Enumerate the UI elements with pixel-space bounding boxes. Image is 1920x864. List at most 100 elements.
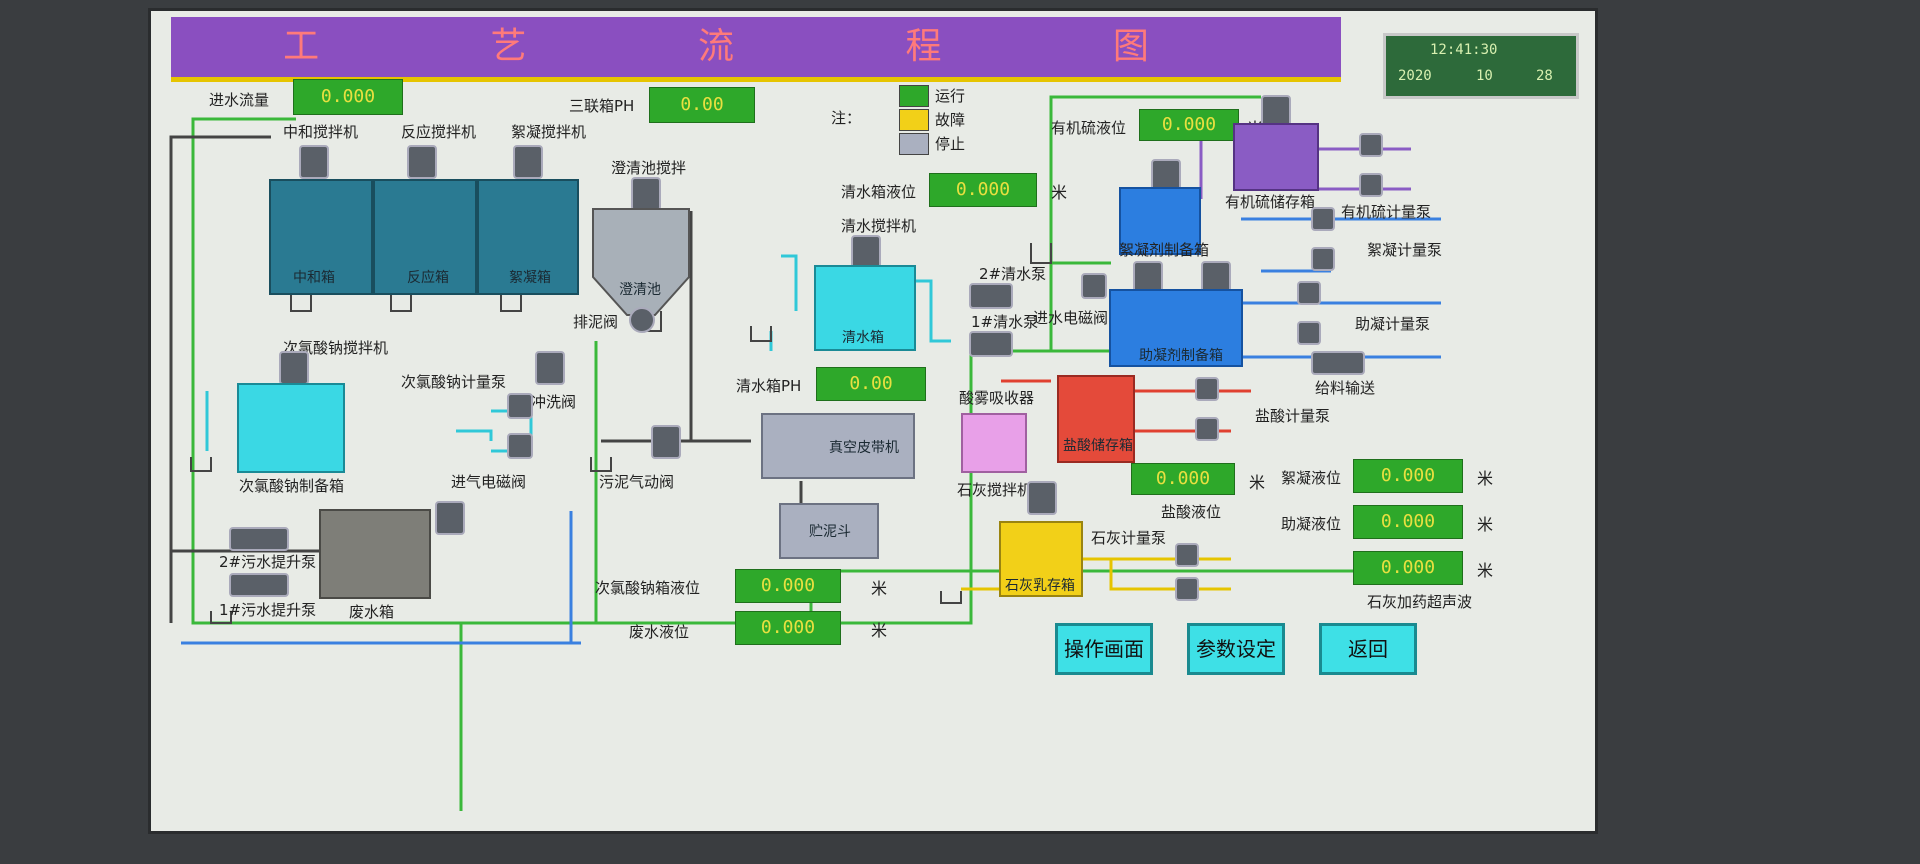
acid-level-unit: 米: [1249, 473, 1266, 492]
floc-tank[interactable]: 絮凝箱: [477, 179, 579, 295]
organic-tank-label: 有机硫储存箱: [1225, 193, 1316, 211]
react-mixer-label: 反应搅拌机: [401, 123, 477, 141]
neutral-tank[interactable]: 中和箱: [269, 179, 373, 295]
floc-meter-pump1-icon[interactable]: [1311, 207, 1335, 231]
organic-level-label: 有机硫液位: [1051, 119, 1127, 137]
flush-valve-icon[interactable]: [535, 351, 565, 385]
acid-meter-pump2-icon[interactable]: [1195, 417, 1219, 441]
floc-mixer-motor-icon[interactable]: [513, 145, 543, 179]
react-tank-label: 反应箱: [407, 270, 449, 286]
acid-meter-pump1-icon[interactable]: [1195, 377, 1219, 401]
sludge-valve-label: 排泥阀: [573, 313, 619, 331]
floc-meter-label: 絮凝计量泵: [1367, 241, 1443, 259]
hypo-level-label: 次氯酸钠箱液位: [595, 579, 701, 597]
clear-level-label: 清水箱液位: [841, 183, 917, 201]
clock-year: 2020: [1398, 68, 1432, 84]
lime-meter-pump1-icon[interactable]: [1175, 543, 1199, 567]
clear-ph-readout: 0.00: [816, 367, 926, 401]
pump1-clear-icon[interactable]: [969, 331, 1013, 357]
coag-meter-pump2-icon[interactable]: [1297, 321, 1321, 345]
floc-level-readout: 0.000: [1353, 459, 1463, 493]
acid-absorber[interactable]: [961, 413, 1027, 473]
pump1-waste-icon[interactable]: [229, 573, 289, 597]
floc-prep-tank[interactable]: [1119, 187, 1201, 255]
clarifier-mixer-motor-icon[interactable]: [631, 177, 661, 211]
waste-tank-label: 废水箱: [349, 603, 395, 621]
waste-level-unit: 米: [871, 621, 888, 640]
pump2-waste-label: 2#污水提升泵: [219, 553, 317, 571]
waste-level-readout: 0.000: [735, 611, 841, 645]
acid-absorber-label: 酸雾吸收器: [959, 389, 1035, 407]
coag-prep-tank[interactable]: 助凝剂制备箱: [1109, 289, 1243, 367]
hypo-level-readout: 0.000: [735, 569, 841, 603]
floc-level-label: 絮凝液位: [1281, 469, 1342, 487]
coag-meter-label: 助凝计量泵: [1355, 315, 1431, 333]
inflow-label: 进水流量: [209, 91, 270, 109]
floc-meter-pump2-icon[interactable]: [1311, 247, 1335, 271]
waste-tank[interactable]: [319, 509, 431, 599]
react-tank[interactable]: 反应箱: [373, 179, 477, 295]
hypo-mixer-motor-icon[interactable]: [279, 351, 309, 385]
lime-tank[interactable]: 石灰乳存箱: [999, 521, 1083, 597]
clear-tank-label: 清水箱: [842, 330, 884, 346]
hypo-tank[interactable]: [237, 383, 345, 473]
lime-meter-pump2-icon[interactable]: [1175, 577, 1199, 601]
coag-meter-pump1-icon[interactable]: [1297, 281, 1321, 305]
clear-ph-label: 清水箱PH: [736, 377, 802, 395]
acid-tank[interactable]: 盐酸储存箱: [1057, 375, 1135, 463]
clock-display: 12:41:30 2020 10 28: [1383, 33, 1579, 99]
tri-ph-label: 三联箱PH: [569, 97, 635, 115]
legend-prefix: 注：: [831, 109, 862, 127]
back-button[interactable]: 返回: [1319, 623, 1417, 675]
clock-day: 28: [1536, 68, 1553, 84]
pump2-clear-label: 2#清水泵: [979, 265, 1047, 283]
pump2-waste-icon[interactable]: [229, 527, 289, 551]
clear-level-readout: 0.000: [929, 173, 1037, 207]
organic-tank[interactable]: [1233, 123, 1319, 191]
lime-level-label: 石灰加药超声波: [1367, 593, 1473, 611]
lime-level-readout: 0.000: [1353, 551, 1463, 585]
waste-outlet-valve-icon[interactable]: [435, 501, 465, 535]
vacuum-belt-label: 真空皮带机: [829, 440, 899, 456]
lime-tank-label: 石灰乳存箱: [1005, 578, 1075, 594]
neutral-mixer-motor-icon[interactable]: [299, 145, 329, 179]
clarifier-label: 澄清池: [619, 282, 661, 298]
floc-tank-label: 絮凝箱: [509, 270, 551, 286]
lime-mixer-motor-icon[interactable]: [1027, 481, 1057, 515]
clear-mixer-motor-icon[interactable]: [851, 235, 881, 269]
sludge-valve-icon[interactable]: [629, 307, 655, 333]
lime-meter-label: 石灰计量泵: [1091, 529, 1167, 547]
hypo-meter-pump1-icon[interactable]: [507, 393, 533, 419]
clarifier-tank[interactable]: [591, 207, 691, 317]
sludge-air-valve-icon[interactable]: [651, 425, 681, 459]
feed-conveyor-icon[interactable]: [1311, 351, 1365, 375]
acid-level-readout: 0.000: [1131, 463, 1235, 495]
hypo-tank-label: 次氯酸钠制备箱: [239, 477, 345, 495]
inflow-readout: 0.000: [293, 79, 403, 115]
clock-time: 12:41:30: [1430, 42, 1498, 58]
inlet-valve-icon[interactable]: [1081, 273, 1107, 299]
react-mixer-motor-icon[interactable]: [407, 145, 437, 179]
clear-tank[interactable]: 清水箱: [814, 265, 916, 351]
pump1-waste-label: 1#污水提升泵: [219, 601, 317, 619]
vacuum-belt[interactable]: 真空皮带机: [761, 413, 915, 479]
hmi-screen: 工 艺 流 程 图 12:41:30 2020 10 28 注： 运行 故障 停…: [148, 8, 1598, 834]
clock-month: 10: [1476, 68, 1493, 84]
hypo-mixer-label: 次氯酸钠搅拌机: [283, 339, 389, 357]
flush-valve-label: 冲洗阀: [531, 393, 577, 411]
title-bar: 工 艺 流 程 图: [171, 17, 1341, 82]
sludge-hopper[interactable]: 贮泥斗: [779, 503, 879, 559]
organic-meter-pump1-icon[interactable]: [1359, 133, 1383, 157]
pump2-clear-icon[interactable]: [969, 283, 1013, 309]
legend-stop-swatch: [899, 133, 929, 155]
clarifier-mixer-label: 澄清池搅拌: [611, 159, 687, 177]
clear-mixer-label: 清水搅拌机: [841, 217, 917, 235]
acid-level-label: 盐酸液位: [1161, 503, 1222, 521]
operate-screen-button[interactable]: 操作画面: [1055, 623, 1153, 675]
hypo-meter-pump2-icon[interactable]: [507, 433, 533, 459]
lime-mixer-label: 石灰搅拌机: [957, 481, 1033, 499]
floc-mixer-label: 絮凝搅拌机: [511, 123, 587, 141]
param-settings-button[interactable]: 参数设定: [1187, 623, 1285, 675]
organic-meter-pump2-icon[interactable]: [1359, 173, 1383, 197]
acid-meter-label: 盐酸计量泵: [1255, 407, 1331, 425]
